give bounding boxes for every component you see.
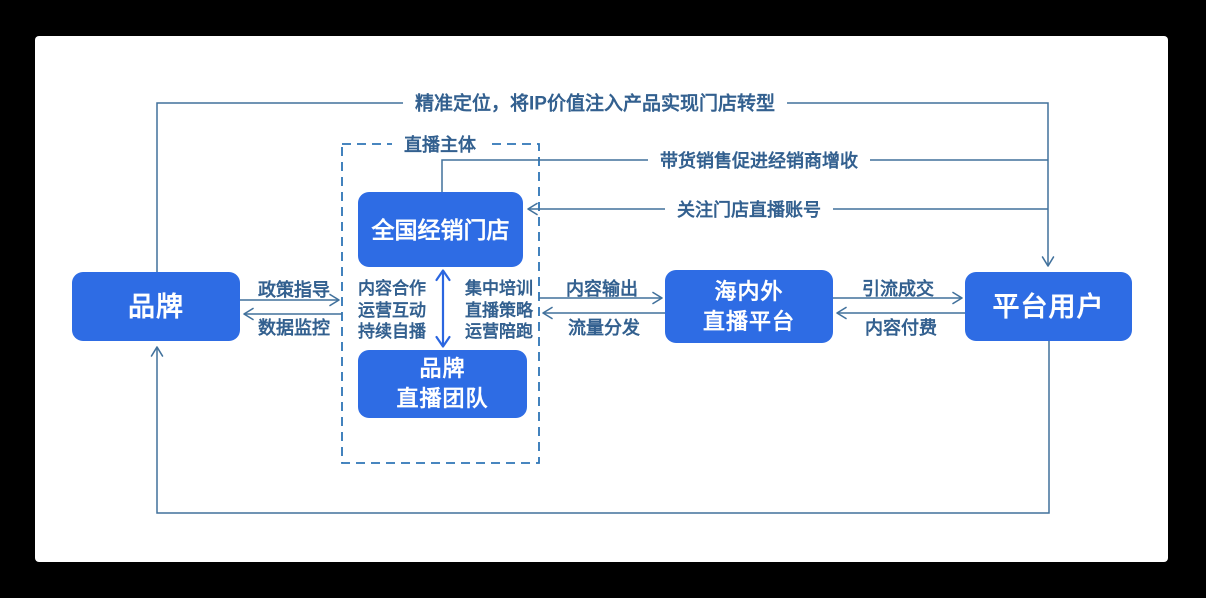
edge-label-content-output: 内容输出 — [566, 279, 638, 299]
node-brand[interactable]: 品牌 — [72, 272, 240, 341]
edge-reposition-loop — [156, 102, 1055, 272]
node-users-label: 平台用户 — [992, 291, 1105, 322]
edge-label-follow-account: 关注门店直播账号 — [665, 196, 833, 222]
node-platform-label-line2: 直播平台 — [702, 308, 795, 334]
group-label-live-subject: 直播主体 — [392, 131, 488, 157]
edge-bottom-loop — [150, 341, 1050, 514]
edge-label-lead-conversion: 引流成交 — [862, 279, 934, 299]
node-national-dealer-stores[interactable]: 全国经销门店 — [358, 192, 523, 267]
node-brand-label: 品牌 — [128, 291, 184, 322]
node-live-platforms[interactable]: 海内外 直播平台 — [665, 270, 833, 343]
edge-label-policy-guidance: 政策指导 — [258, 280, 330, 300]
node-team-label-line1: 品牌 — [419, 356, 466, 381]
edge-label-data-monitoring: 数据监控 — [258, 318, 330, 338]
edge-label-traffic-distribution: 流量分发 — [568, 318, 640, 338]
group-note: 运营陪跑 — [465, 321, 533, 341]
node-platform-label-line1: 海内外 — [714, 278, 784, 304]
node-team-label-line2: 直播团队 — [396, 386, 489, 411]
edge-stores-team-link — [435, 269, 451, 348]
group-note: 内容合作 — [358, 278, 426, 298]
group-note: 运营互动 — [358, 300, 426, 320]
node-platform-users[interactable]: 平台用户 — [965, 272, 1132, 341]
group-notes-left: 内容合作 运营互动 持续自播 — [358, 278, 426, 343]
node-brand-live-team[interactable]: 品牌 直播团队 — [358, 350, 527, 418]
group-note: 持续自播 — [358, 321, 426, 341]
node-stores-label: 全国经销门店 — [371, 216, 510, 243]
edge-label-sales-boost: 带货销售促进经销商增收 — [648, 147, 870, 173]
group-note: 直播策略 — [465, 300, 533, 320]
edge-label-reposition: 精准定位，将IP价值注入产品实现门店转型 — [403, 88, 787, 116]
group-notes-right: 集中培训 直播策略 运营陪跑 — [465, 278, 533, 343]
edge-label-content-payment: 内容付费 — [865, 318, 937, 338]
group-note: 集中培训 — [465, 278, 533, 298]
